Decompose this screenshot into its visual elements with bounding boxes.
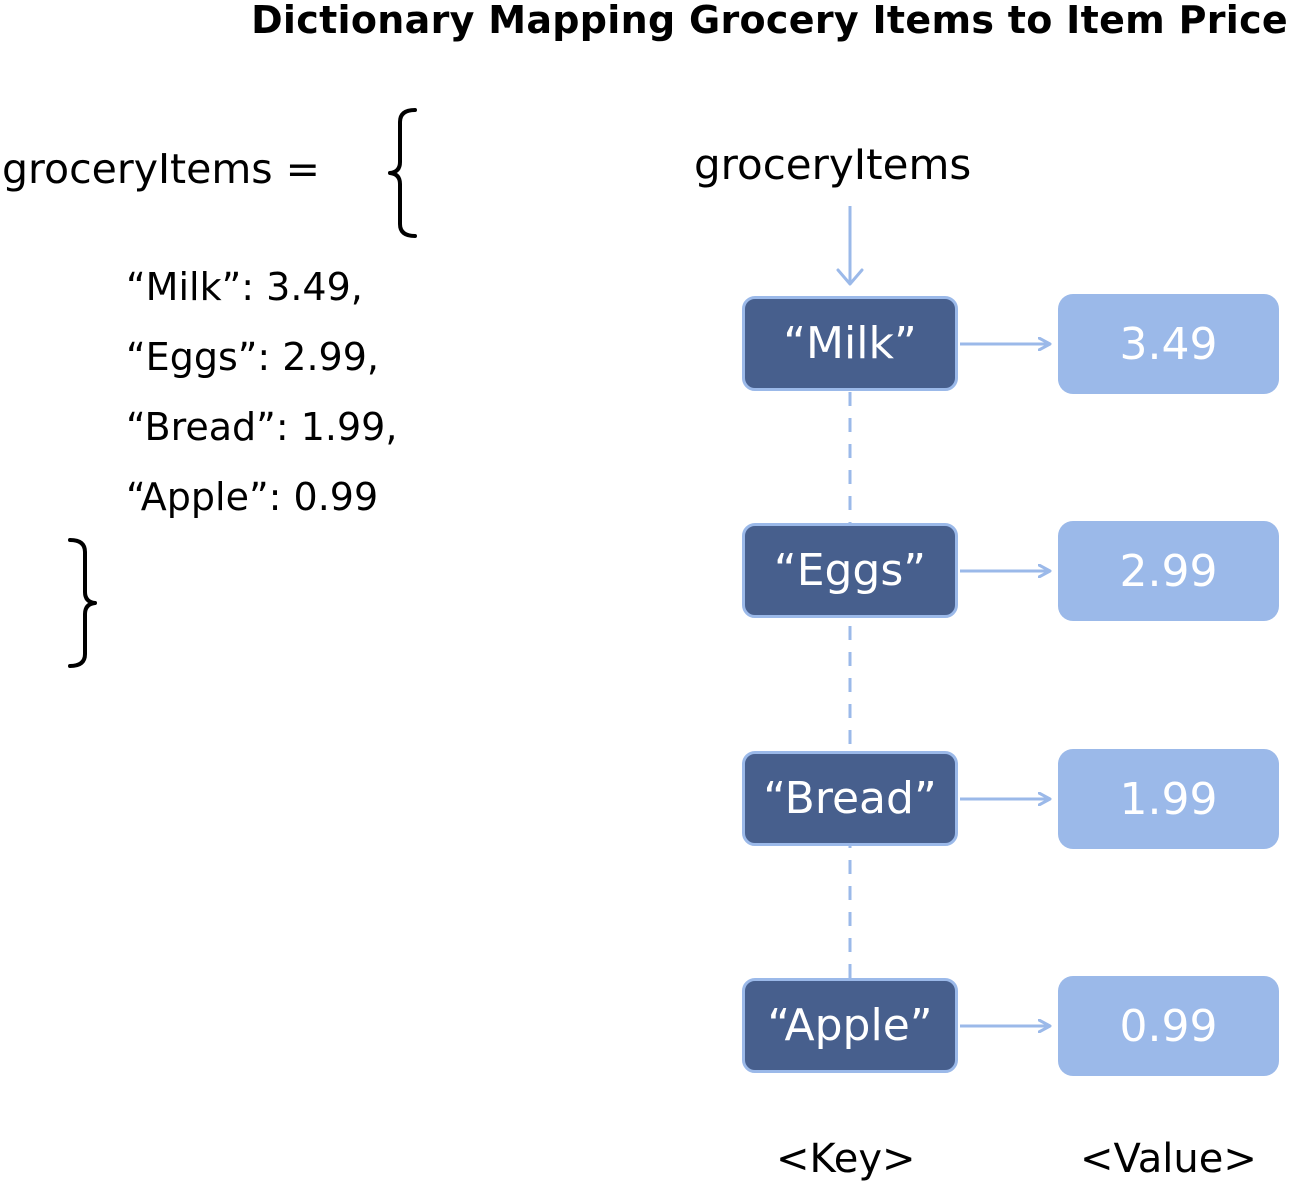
key-box-milk: “Milk”	[742, 296, 958, 391]
code-entry: “Milk”: 3.49,	[126, 265, 363, 309]
value-box-milk: 3.49	[1058, 294, 1279, 394]
value-box-bread: 1.99	[1058, 749, 1279, 849]
value-box-eggs: 2.99	[1058, 521, 1279, 621]
open-brace	[388, 108, 417, 238]
key-box-bread: “Bread”	[742, 751, 958, 846]
value-box-apple: 0.99	[1058, 976, 1279, 1076]
diagram-title: Dictionary Mapping Grocery Items to Item…	[251, 0, 1288, 42]
code-entry: “Bread”: 1.99,	[126, 405, 398, 449]
close-brace	[68, 538, 97, 668]
code-entry: “Eggs”: 2.99,	[126, 335, 379, 379]
code-entries-list: “Milk”: 3.49, “Eggs”: 2.99, “Bread”: 1.9…	[126, 258, 397, 538]
key-box-apple: “Apple”	[742, 978, 958, 1073]
diagram-variable-label: groceryItems	[694, 140, 972, 189]
key-column-label: <Key>	[776, 1136, 916, 1182]
code-variable-assignment: groceryItems =	[2, 145, 321, 193]
code-entry: “Apple”: 0.99	[126, 475, 379, 519]
key-box-eggs: “Eggs”	[742, 523, 958, 618]
value-column-label: <Value>	[1080, 1136, 1257, 1182]
